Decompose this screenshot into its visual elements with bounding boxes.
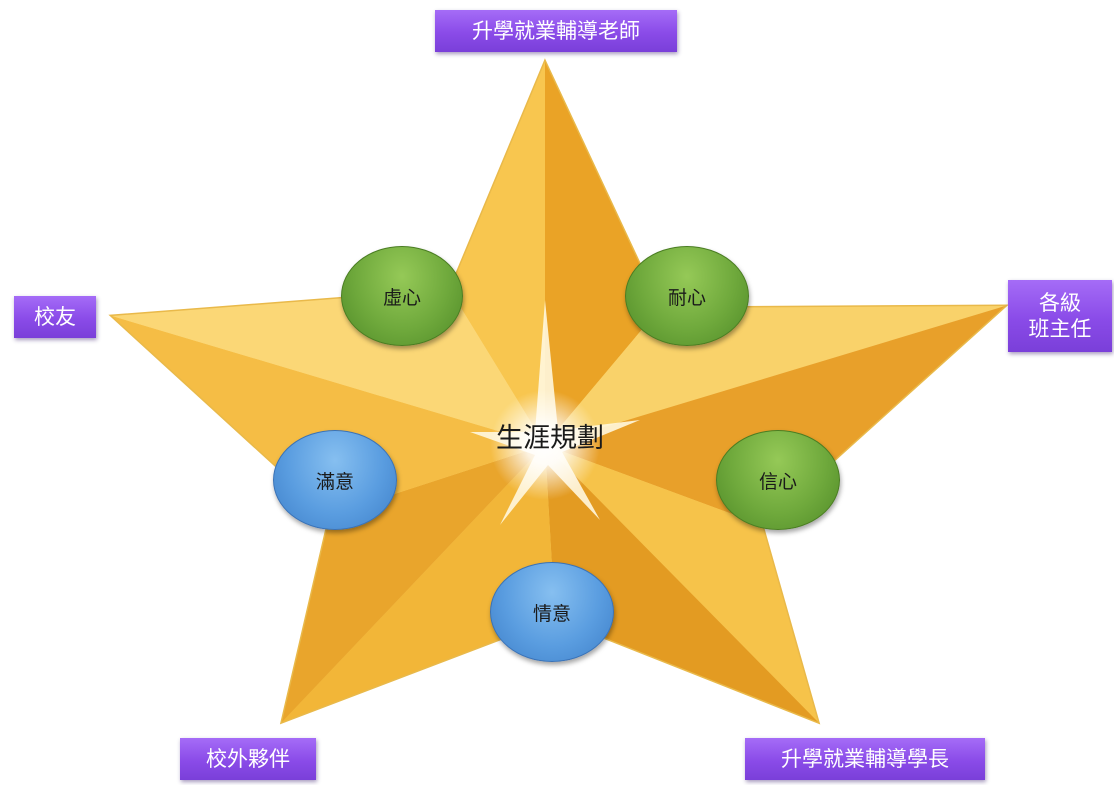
role-tag-right: 各級 班主任 [1008,280,1112,352]
role-tag-right-line2: 班主任 [1028,317,1092,341]
star-facet [545,62,660,445]
center-title: 生涯規劃 [496,422,604,454]
role-tag-right-line1: 各級 [1039,290,1081,315]
role-tag-top: 升學就業輔導老師 [435,10,677,52]
star-facet [112,316,545,515]
star-facet [282,445,555,722]
value-bubble-patience: 耐心 [625,246,749,346]
role-tag-bottom-left: 校外夥伴 [180,738,316,780]
value-bubble-affection: 情意 [490,562,614,662]
role-tag-left: 校友 [14,296,96,338]
center-glow [490,390,600,500]
star-facet [545,445,818,722]
star-facet [545,306,1005,525]
value-bubble-humility: 虛心 [341,246,463,346]
star-facet [450,62,545,445]
value-bubble-satisfaction: 滿意 [273,430,397,530]
role-tag-bottom-right: 升學就業輔導學長 [745,738,985,780]
value-bubble-confidence: 信心 [716,430,840,530]
